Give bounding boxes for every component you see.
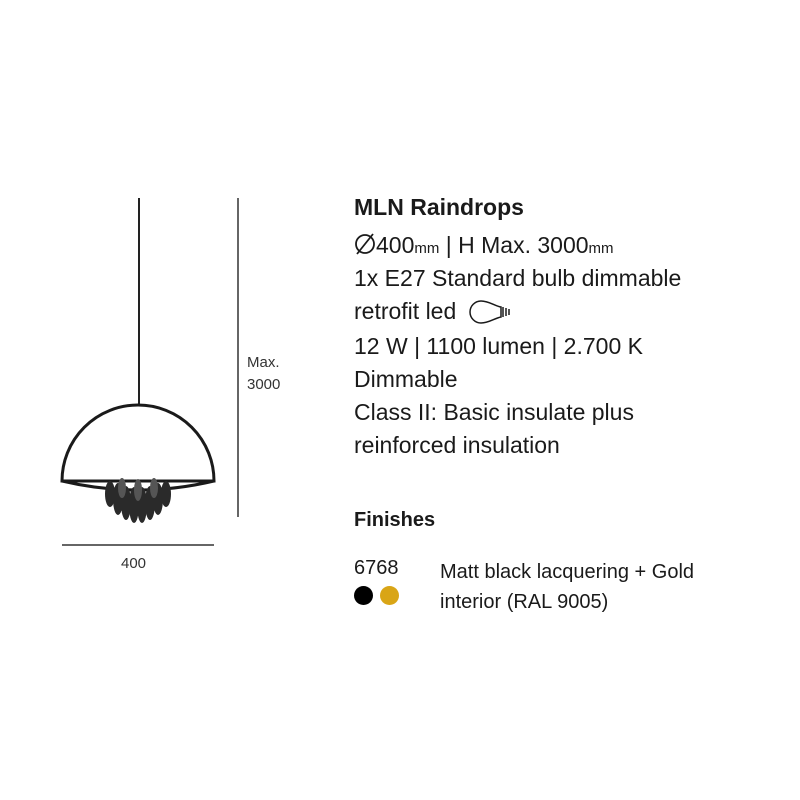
finish-code: 6768 — [354, 557, 399, 579]
raindrop-crystals — [105, 478, 171, 523]
bulb-icon — [468, 300, 510, 324]
height-unit: mm — [588, 240, 614, 257]
spec-line-6: reinforced insulation — [354, 432, 560, 458]
diameter-unit: mm — [414, 240, 440, 257]
height-label-line2: 3000 — [247, 376, 281, 393]
spec-line-1: 1x E27 Standard bulb dimmable — [354, 265, 682, 291]
swatch-black — [354, 586, 373, 605]
spec-line-2-text: retrofit led — [354, 298, 457, 324]
diameter-value: 400 — [376, 232, 415, 258]
product-title: MLN Raindrops — [354, 194, 524, 220]
spec-line-3: 12 W | 1100 lumen | 2.700 K — [354, 333, 643, 359]
diameter-icon — [355, 233, 375, 255]
finishes-heading: Finishes — [354, 509, 436, 531]
height-label: Max. 3000 — [247, 352, 280, 396]
finish-description-line2: interior (RAL 9005) — [440, 591, 609, 613]
spec-line-4: Dimmable — [354, 366, 458, 392]
lamp-shade — [60, 403, 216, 483]
spec-line-2: retrofit led — [354, 295, 515, 328]
width-label: 400 — [121, 555, 147, 572]
dimensions-line: 400mm | H Max. 3000mm — [354, 229, 614, 265]
height-label-line1: Max. — [247, 354, 280, 371]
finish-description-line1: Matt black lacquering + Gold — [440, 561, 695, 583]
height-text: | H Max. 3000 — [439, 232, 589, 258]
spec-line-5: Class II: Basic insulate plus — [354, 399, 634, 425]
swatch-gold — [380, 586, 399, 605]
finish-description: Matt black lacquering + Gold interior (R… — [440, 557, 780, 617]
